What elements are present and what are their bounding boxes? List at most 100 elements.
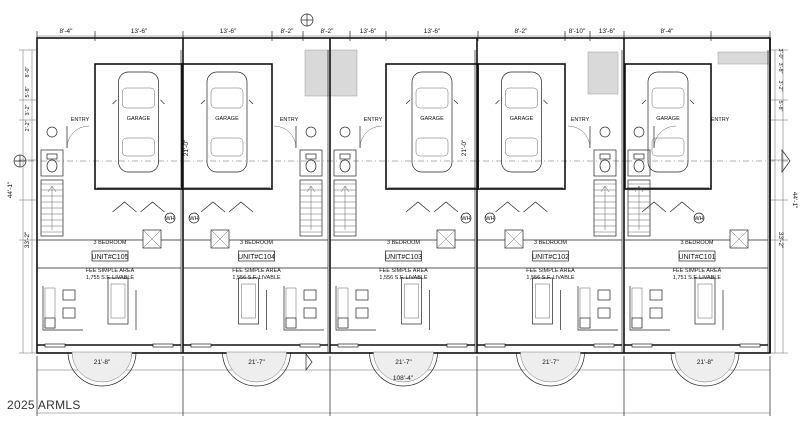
range [355, 289, 369, 301]
kitchen-sink [303, 307, 317, 319]
closet-doors [405, 201, 459, 213]
bedroom-label: 3 BEDROOM [240, 240, 273, 246]
fee-simple-label: FEE SIMPLE AREA [673, 268, 722, 274]
top-dimension: 13'-6" [220, 28, 237, 35]
range [649, 289, 663, 301]
front-window-1 [631, 343, 653, 348]
garage-label: GARAGE [127, 116, 151, 122]
top-dimension: 8'-2" [515, 28, 529, 35]
grid-arrow-bottom [305, 352, 313, 372]
kitchen-counter [335, 286, 376, 331]
closet-doors [641, 201, 695, 213]
top-dimension: 8'-10" [569, 28, 586, 35]
entry-label: ENTRY [571, 117, 590, 123]
sofa [532, 277, 553, 325]
powder-room [299, 149, 323, 177]
closet-doors [495, 201, 548, 213]
car-rear-window [210, 137, 244, 157]
bedroom-label: 3 BEDROOM [387, 240, 420, 246]
car-windshield [505, 87, 538, 109]
top-dimension: 13'-6" [599, 28, 616, 35]
front-window-2 [446, 343, 468, 348]
dining-table-x [210, 229, 230, 249]
lav-sink [46, 126, 58, 138]
car-mirrors [495, 99, 548, 105]
front-window-1 [190, 343, 212, 348]
top-dimension: 13'-6" [424, 28, 441, 35]
front-window-2 [299, 343, 321, 348]
toilet [46, 159, 58, 173]
fee-simple-label: FEE SIMPLE AREA [232, 268, 281, 274]
lav-sink [305, 126, 317, 138]
car-rear-window [651, 137, 685, 157]
car-windshield [122, 87, 155, 109]
left-small-dimension: 3'-2" [25, 104, 31, 115]
lav-sink [599, 126, 611, 138]
entry-label: ENTRY [364, 117, 383, 123]
porch-fill [226, 351, 287, 383]
front-window-1 [484, 343, 506, 348]
range [597, 289, 611, 301]
powder-room [593, 149, 617, 177]
right-lower-dimension: 33'-2" [777, 232, 784, 249]
range [62, 289, 76, 301]
fee-simple-label: FEE SIMPLE AREA [379, 268, 428, 274]
unit-label-box [238, 250, 275, 262]
car-body [411, 71, 453, 173]
car-outline [112, 71, 165, 173]
porch-arc [67, 351, 137, 387]
garage-label: GARAGE [656, 116, 680, 122]
stair-arrow [47, 185, 57, 230]
unit-label-box [532, 250, 569, 262]
kitchen-counter [629, 286, 670, 331]
kitchen-sink [355, 307, 369, 319]
bedroom-label: 3 BEDROOM [680, 240, 713, 246]
dining-table-x [142, 229, 162, 249]
powder-room [627, 149, 651, 177]
car-windshield [651, 87, 685, 109]
porch-arc [222, 351, 291, 387]
water-heater [188, 212, 200, 224]
car-rear-window [415, 137, 449, 157]
fridge [285, 317, 297, 329]
unit-number: UNIT#C105 [92, 254, 129, 261]
front-window-2 [152, 343, 174, 348]
dining-table-x [504, 229, 524, 249]
left-lower-dimension: 33'-2" [24, 231, 31, 248]
entry-door-swing [359, 125, 383, 149]
car-body [501, 71, 542, 173]
lav-sink [633, 126, 645, 138]
unit-number: UNIT#C101 [679, 254, 716, 261]
sofa [694, 277, 716, 325]
car-mirrors [200, 99, 254, 105]
porch-fill [71, 351, 133, 383]
fridge [44, 317, 56, 329]
water-heater [164, 212, 176, 224]
toilet-tank [339, 153, 351, 160]
left-small-dimension: 2'-2" [25, 120, 31, 131]
top-dimension: 8'-2" [281, 28, 295, 35]
front-window-2 [739, 343, 761, 348]
top-dimension: 13'-6" [360, 28, 377, 35]
porch-dimension: 21'-8" [697, 359, 714, 366]
toilet-tank [633, 153, 645, 160]
livable-area: 1,751 S.F. LIVABLE [673, 275, 722, 281]
car-outline [495, 71, 548, 173]
yard-patch [587, 51, 619, 95]
closet-doors [200, 201, 254, 213]
left-overall-dimension: 44'-1" [7, 181, 14, 198]
sofa-cushion [110, 283, 126, 319]
front-window-1 [337, 343, 359, 348]
entry-label: ENTRY [711, 117, 730, 123]
car-windshield [415, 87, 449, 109]
top-dimension: 8'-4" [661, 28, 675, 35]
fridge [337, 317, 349, 329]
lav-sink [339, 126, 351, 138]
range [303, 289, 317, 301]
porch-dimension: 21'-7" [395, 359, 412, 366]
garage-walls [181, 63, 273, 190]
unit-label-box [385, 250, 422, 262]
livable-area: 1,755 S.F. LIVABLE [86, 275, 135, 281]
car-windshield [210, 87, 244, 109]
right-small-dimension: 3'-2" [777, 81, 783, 92]
